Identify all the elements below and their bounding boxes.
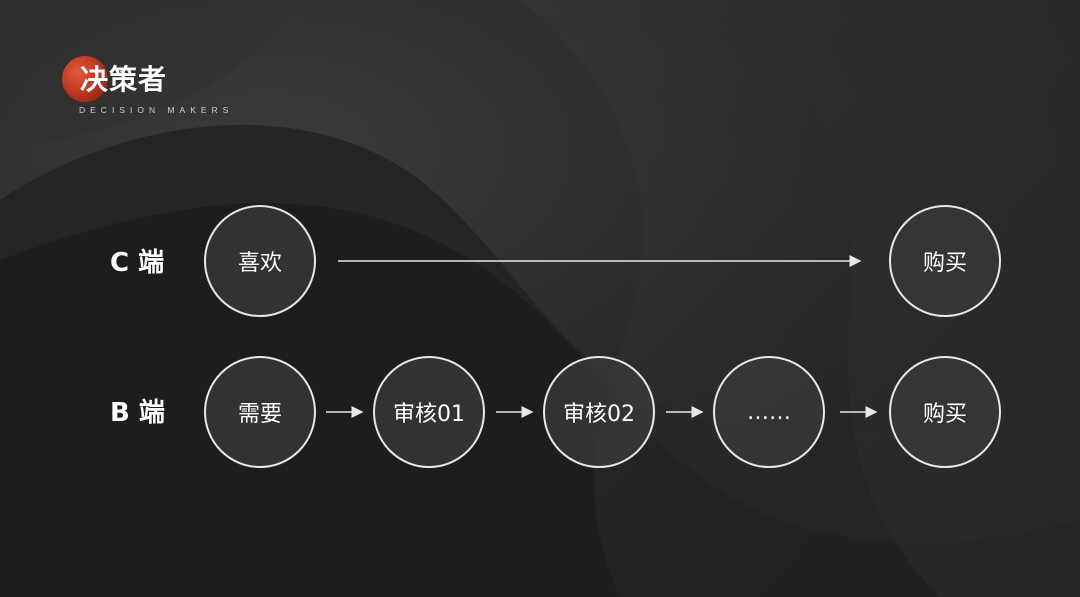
node-c-buy: 购买 — [889, 205, 1001, 317]
node-label: 购买 — [922, 402, 967, 427]
logo-subtitle: DECISION MAKERS — [79, 105, 234, 115]
brand-logo: 决策者 DECISION MAKERS — [62, 52, 252, 122]
node-label: …… — [747, 399, 791, 425]
node-b-buy: 购买 — [889, 356, 1001, 468]
logo-emblem-icon — [62, 56, 108, 102]
node-b-review-02: 审核02 — [543, 356, 655, 468]
node-label: 审核02 — [563, 402, 635, 427]
logo-title: 决策者 — [80, 63, 168, 96]
node-label: 购买 — [922, 251, 967, 276]
node-label: 需要 — [237, 402, 282, 427]
node-c-like: 喜欢 — [204, 205, 316, 317]
node-b-ellipsis: …… — [713, 356, 825, 468]
node-label: 喜欢 — [237, 251, 282, 276]
node-label: 审核01 — [393, 402, 465, 427]
row-label-b: B 端 — [110, 398, 165, 428]
node-b-review-01: 审核01 — [373, 356, 485, 468]
node-b-need: 需要 — [204, 356, 316, 468]
row-label-c: C 端 — [110, 248, 165, 278]
